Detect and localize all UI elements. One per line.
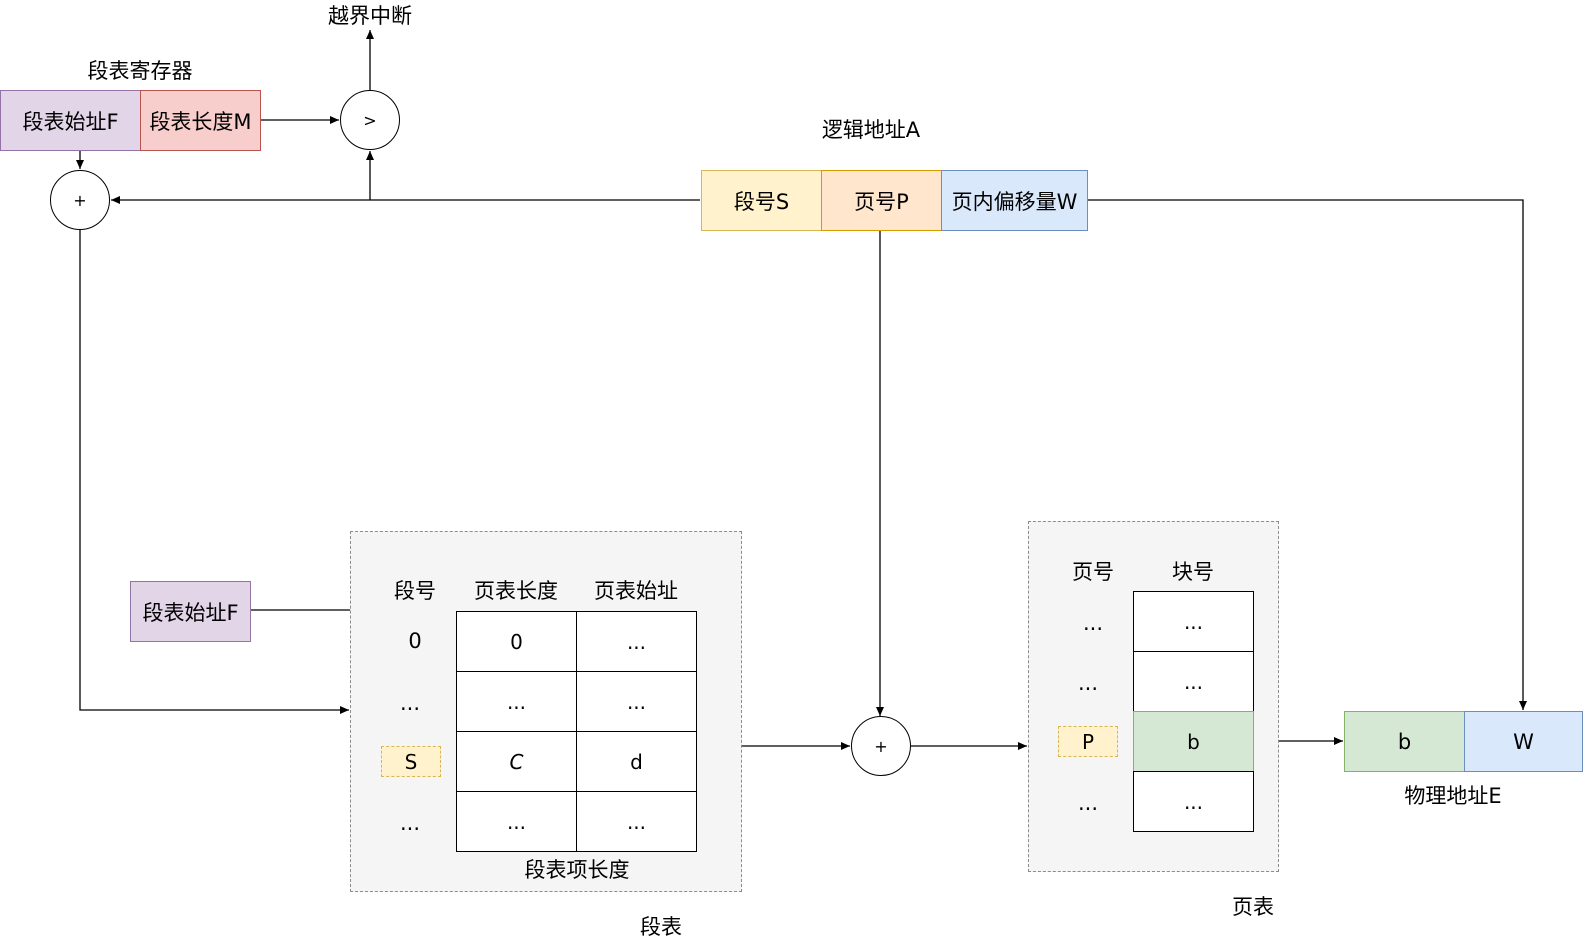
page-block-cell-highlight: b xyxy=(1133,711,1254,772)
segment-cell: ... xyxy=(456,671,577,732)
page-block-cell: ... xyxy=(1133,591,1254,652)
segment-table-header-page-address: 页表始址 xyxy=(594,579,678,603)
segment-cell: d xyxy=(576,731,697,792)
register-title: 段表寄存器 xyxy=(87,59,193,83)
page-row-label: ... xyxy=(1077,791,1099,815)
segment-row-label: 0 xyxy=(408,629,422,653)
adder-circle-segment: + xyxy=(50,170,110,230)
segment-row-label: ... xyxy=(399,811,421,835)
logical-segment-no: 段号S xyxy=(701,170,822,231)
page-block-cell: ... xyxy=(1133,651,1254,712)
page-table-header-block: 块号 xyxy=(1172,560,1214,584)
page-table-header-page: 页号 xyxy=(1072,560,1114,584)
page-row-label: ... xyxy=(1082,611,1104,635)
segment-row-label-highlight: S xyxy=(381,746,441,777)
logical-page-no: 页号P xyxy=(821,170,942,231)
physical-address-title: 物理地址E xyxy=(1404,784,1502,808)
adder-circle-page: + xyxy=(851,716,911,776)
logical-address-title: 逻辑地址A xyxy=(821,118,921,142)
segment-cell: ... xyxy=(456,791,577,852)
logical-offset: 页内偏移量W xyxy=(941,170,1088,231)
physical-offset: W xyxy=(1464,711,1583,772)
segment-table-header-page-length: 页表长度 xyxy=(474,579,558,603)
interrupt-label: 越界中断 xyxy=(328,4,412,28)
segment-cell: ... xyxy=(576,611,697,672)
segment-cell: 0 xyxy=(456,611,577,672)
page-table-caption: 页表 xyxy=(1232,895,1274,919)
arrow-offset-to-physical xyxy=(1087,199,1527,710)
segment-row-label: ... xyxy=(399,691,421,715)
segment-cell: C xyxy=(456,731,577,792)
arrow-adder-to-segment-table xyxy=(79,230,349,714)
physical-block: b xyxy=(1344,711,1465,772)
segment-table-header-segment: 段号 xyxy=(394,579,436,603)
page-row-label-highlight: P xyxy=(1058,726,1118,757)
entry-length-label: 段表项长度 xyxy=(522,858,632,882)
page-row-label: ... xyxy=(1077,671,1099,695)
segment-table-caption: 段表 xyxy=(640,915,682,939)
page-block-cell: ... xyxy=(1133,771,1254,832)
register-length: 段表长度M xyxy=(140,90,261,151)
segment-cell: ... xyxy=(576,671,697,732)
segment-cell: ... xyxy=(576,791,697,852)
segment-table-start-address: 段表始址F xyxy=(130,581,251,642)
register-start-address: 段表始址F xyxy=(0,90,141,151)
compare-circle: > xyxy=(340,90,400,150)
